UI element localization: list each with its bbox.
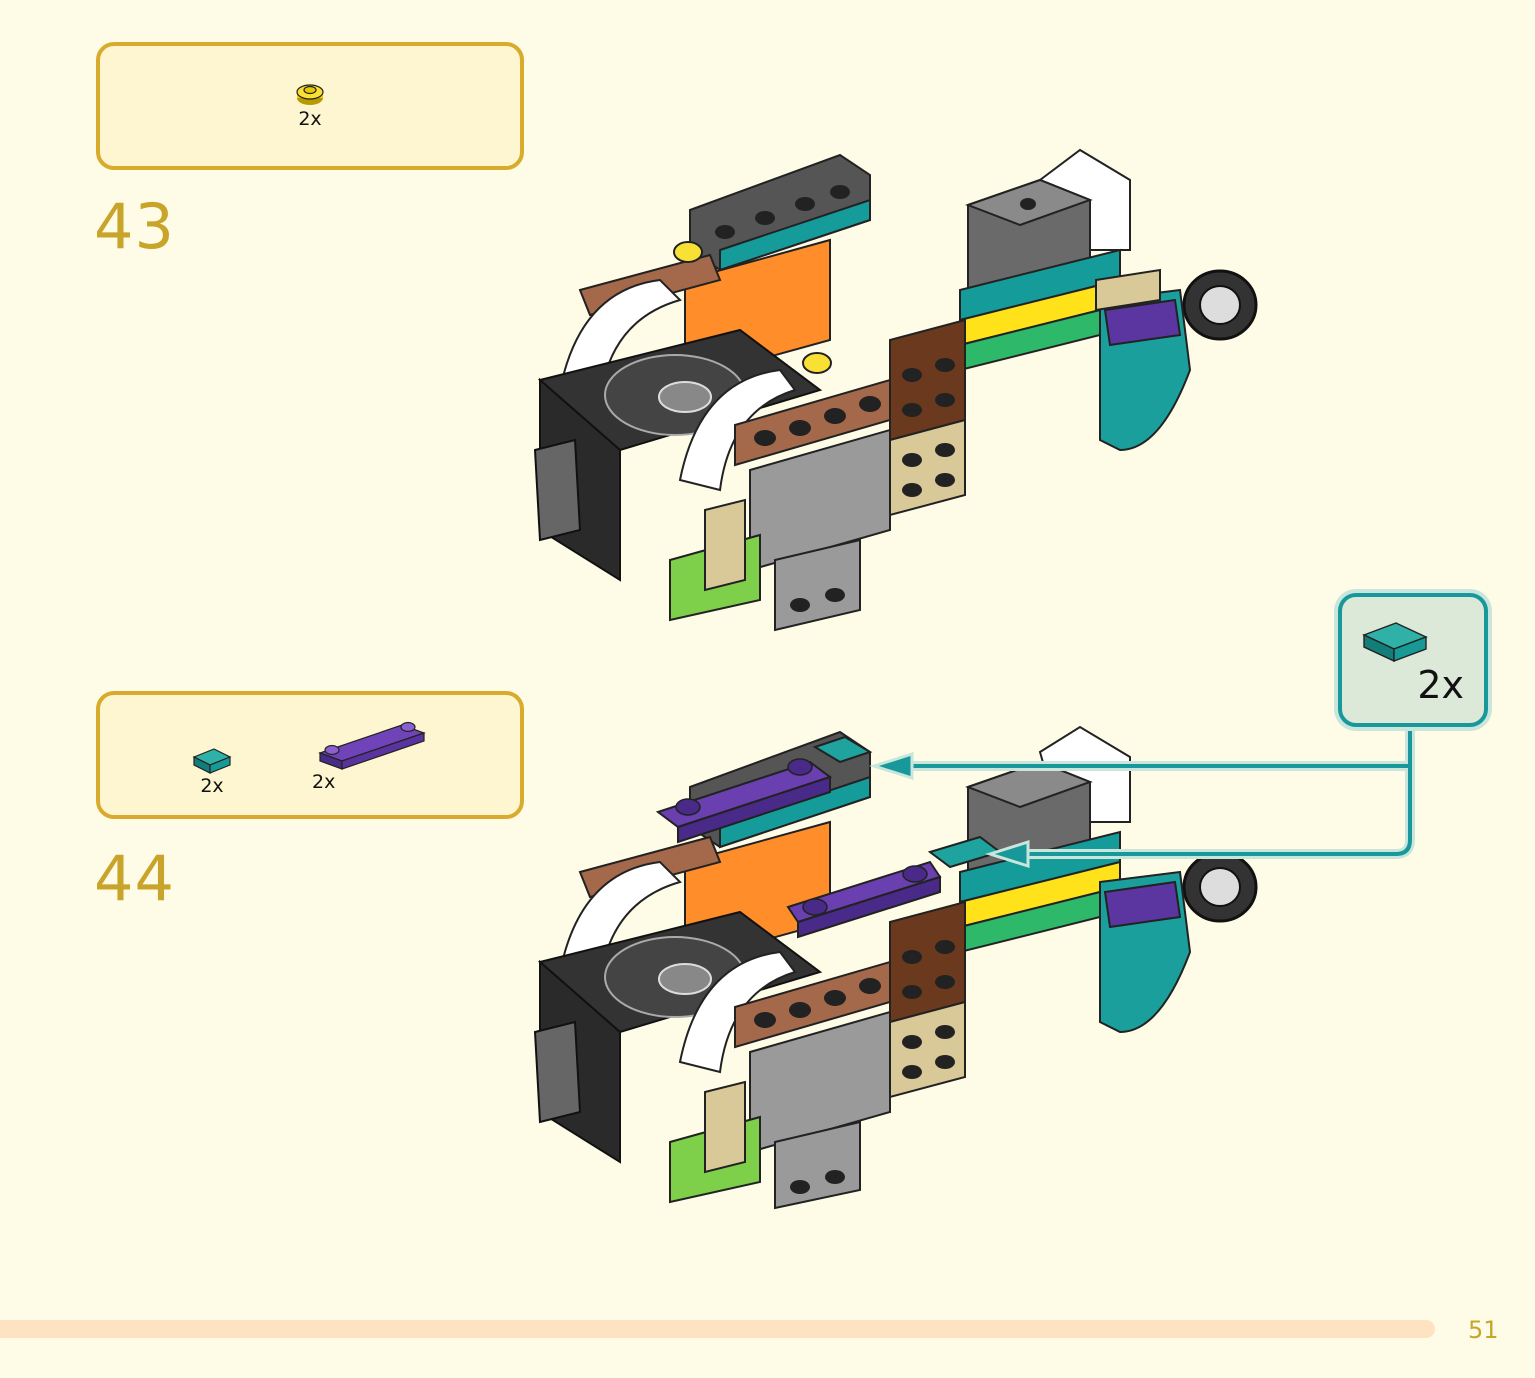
yellow-round-plate-icon <box>296 84 324 105</box>
step-number: 43 <box>94 190 175 263</box>
footer-progress-bar <box>0 1320 1435 1338</box>
model-illustration-step-44 <box>533 725 1258 1210</box>
parts-list-step-43: 2x <box>96 42 524 170</box>
part-quantity: 2x <box>298 108 322 130</box>
part-quantity: 2x <box>312 771 336 793</box>
callout-quantity: 2x <box>1417 663 1464 707</box>
part-quantity: 2x <box>200 775 224 797</box>
part-yellow-round-plate: 2x <box>290 82 330 130</box>
step-number: 44 <box>94 842 175 915</box>
page-number: 51 <box>1468 1316 1499 1344</box>
purple-plate-icon <box>318 721 426 770</box>
sub-parts-callout: 2x <box>1338 593 1488 727</box>
model-illustration-step-43 <box>533 148 1258 632</box>
teal-tile-icon <box>1362 622 1428 663</box>
teal-tile-icon <box>192 748 232 774</box>
parts-list-step-44: 2x 2x <box>96 691 524 819</box>
part-teal-tile: 2x <box>190 745 234 797</box>
part-purple-plate: 2x <box>310 715 430 793</box>
arrow-head-icon <box>985 839 1030 869</box>
arrow-head-icon <box>869 751 914 781</box>
callout-arrows <box>869 730 1415 869</box>
